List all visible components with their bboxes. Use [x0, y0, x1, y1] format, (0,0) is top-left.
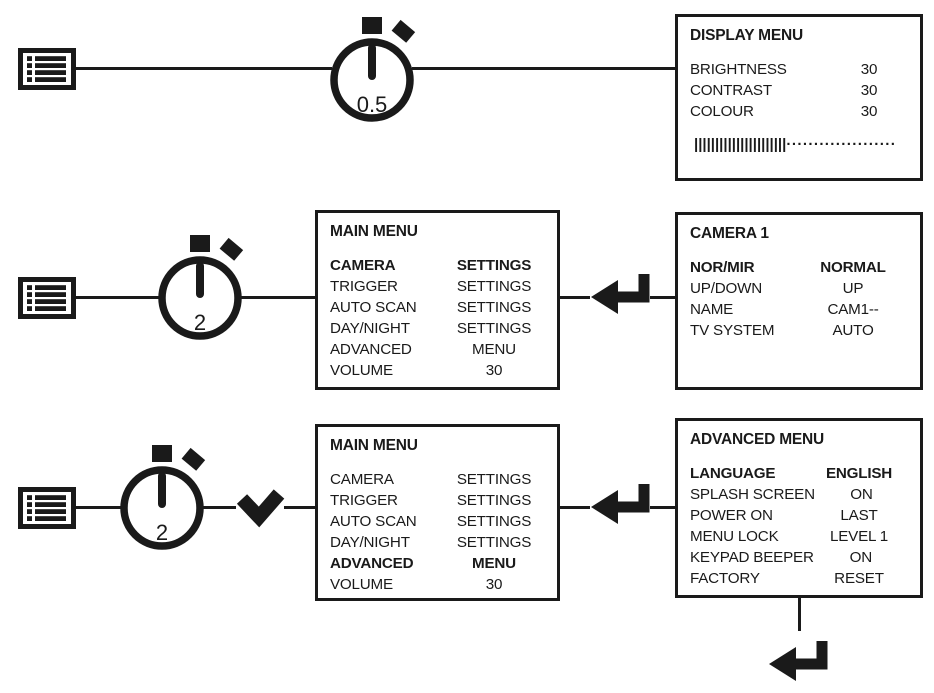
menu-item-factory: FACTORY RESET	[690, 570, 884, 587]
level-bar-filled: ||||||||||||||||||||||	[694, 136, 787, 153]
menu-item-power-on: POWER ON LAST	[690, 507, 878, 524]
menu-item-menu-lock: MENU LOCK LEVEL 1	[690, 528, 888, 545]
connector-line	[202, 506, 236, 509]
menu-item-camera: CAMERA SETTINGS	[330, 257, 532, 274]
menu-item-contrast: CONTRAST 30	[690, 82, 878, 99]
menu-item-advanced: ADVANCED MENU	[330, 555, 516, 572]
level-bar-empty: ····················	[786, 136, 897, 153]
menu-item-auto-scan: AUTO SCAN SETTINGS	[330, 299, 532, 316]
level-bar: ||||||||||||||||||||||··················…	[694, 136, 908, 153]
connector-line	[798, 598, 801, 631]
menu-item-brightness: BRIGHTNESS 30	[690, 61, 878, 78]
display-menu-title: DISPLAY MENU	[690, 27, 804, 44]
main-menu-box: MAIN MENU CAMERA SETTINGS TRIGGER SETTIN…	[315, 424, 560, 601]
menu-button-icon	[18, 487, 76, 529]
menu-item-language: LANGUAGE ENGLISH	[690, 465, 893, 482]
main-menu-title: MAIN MENU	[330, 437, 418, 454]
down-arrow-icon	[236, 489, 285, 528]
connector-line	[560, 506, 590, 509]
menu-button-icon	[18, 48, 76, 90]
stopwatch-icon: 2	[152, 232, 248, 344]
connector-line	[650, 506, 675, 509]
advanced-menu-box: ADVANCED MENU LANGUAGE ENGLISH SPLASH SC…	[675, 418, 923, 598]
main-menu-title: MAIN MENU	[330, 223, 418, 240]
menu-item-up-down: UP/DOWN UP	[690, 280, 864, 297]
menu-item-trigger: TRIGGER SETTINGS	[330, 278, 532, 295]
connector-line	[560, 296, 590, 299]
main-menu-box: MAIN MENU CAMERA SETTINGS TRIGGER SETTIN…	[315, 210, 560, 390]
advanced-menu-title: ADVANCED MENU	[690, 431, 825, 448]
connector-line	[76, 296, 160, 299]
menu-item-auto-scan: AUTO SCAN SETTINGS	[330, 513, 532, 530]
menu-item-camera: CAMERA SETTINGS	[330, 471, 532, 488]
menu-item-day-night: DAY/NIGHT SETTINGS	[330, 534, 532, 551]
connector-line	[650, 296, 675, 299]
stopwatch-icon: 2	[114, 442, 210, 554]
menu-item-advanced: ADVANCED MENU	[330, 341, 516, 358]
menu-item-nor-mir: NOR/MIR NORMAL	[690, 259, 886, 276]
stopwatch-seconds: 2	[156, 520, 168, 545]
connector-line	[240, 296, 315, 299]
menu-button-icon	[18, 277, 76, 319]
menu-item-tv-system: TV SYSTEM AUTO	[690, 322, 874, 339]
enter-arrow-icon	[766, 634, 830, 688]
menu-item-volume: VOLUME 30	[330, 576, 503, 593]
connector-line	[76, 67, 332, 70]
camera-menu-title: CAMERA 1	[690, 225, 769, 242]
menu-item-day-night: DAY/NIGHT SETTINGS	[330, 320, 532, 337]
camera-menu-box: CAMERA 1 NOR/MIR NORMAL UP/DOWN UP NAME …	[675, 212, 923, 390]
connector-line	[76, 506, 122, 509]
menu-item-colour: COLOUR 30	[690, 103, 878, 120]
menu-item-splash-screen: SPLASH SCREEN ON	[690, 486, 873, 503]
menu-item-volume: VOLUME 30	[330, 362, 503, 379]
menu-item-keypad-beeper: KEYPAD BEEPER ON	[690, 549, 873, 566]
connector-line	[284, 506, 315, 509]
menu-item-name: NAME CAM1--	[690, 301, 879, 318]
enter-arrow-icon	[588, 477, 652, 531]
display-menu-box: DISPLAY MENU BRIGHTNESS 30 CONTRAST 30 C…	[675, 14, 923, 181]
stopwatch-seconds: 2	[194, 310, 206, 335]
stopwatch-icon: 0.5	[324, 14, 420, 126]
menu-item-trigger: TRIGGER SETTINGS	[330, 492, 532, 509]
enter-arrow-icon	[588, 267, 652, 321]
connector-line	[412, 67, 675, 70]
stopwatch-seconds: 0.5	[357, 92, 388, 117]
